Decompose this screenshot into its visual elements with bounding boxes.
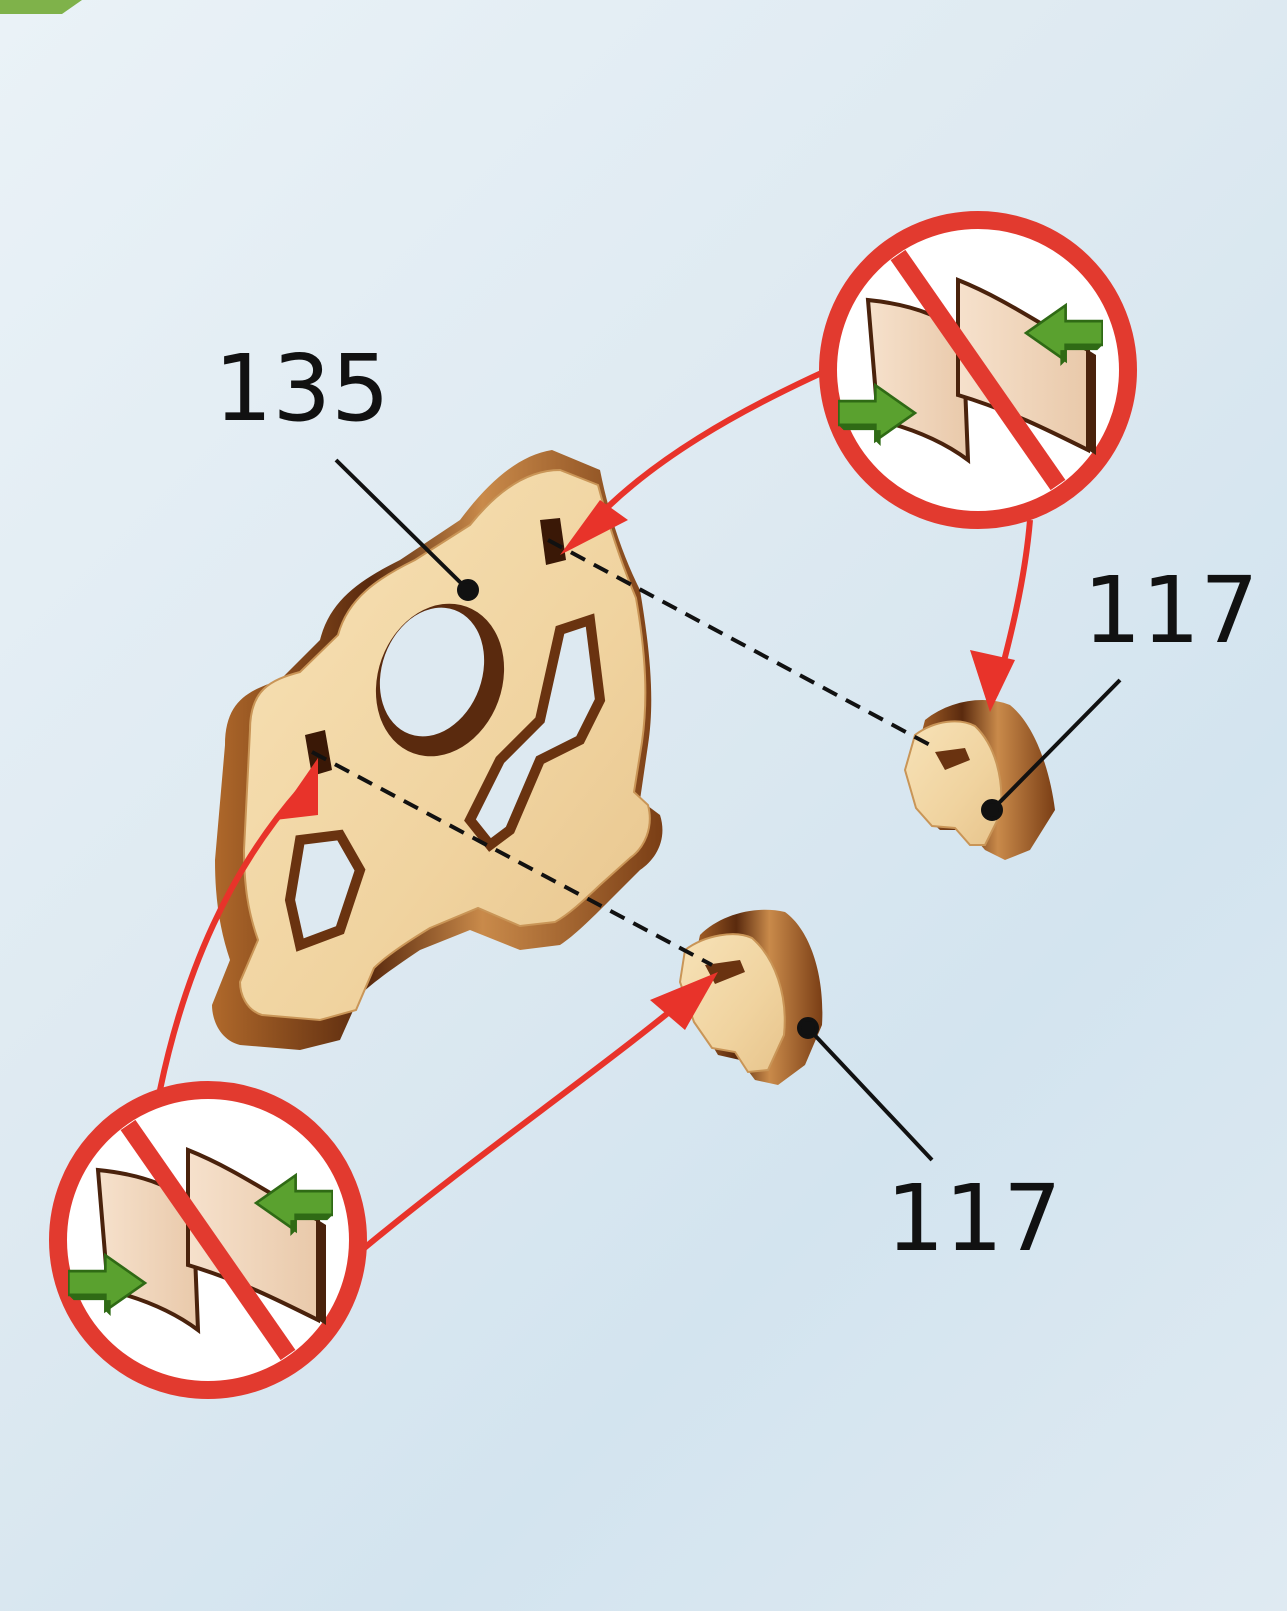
- arrow-sign-to-135-upper: [590, 370, 828, 525]
- corner-tab: [0, 0, 82, 14]
- arrow-sign-to-117-bottom: [362, 995, 690, 1250]
- part-label-117-bottom: 117: [886, 1165, 1062, 1272]
- part-label-117-right: 117: [1083, 557, 1259, 664]
- no-glue-prohibition-icon: [58, 1090, 358, 1390]
- part-label-135: 135: [214, 335, 390, 442]
- no-glue-prohibition-icon: [828, 220, 1128, 520]
- wooden-part-135: [212, 450, 662, 1050]
- leader-line-117-bottom: [808, 1028, 932, 1160]
- wooden-part-117-right: [905, 700, 1055, 860]
